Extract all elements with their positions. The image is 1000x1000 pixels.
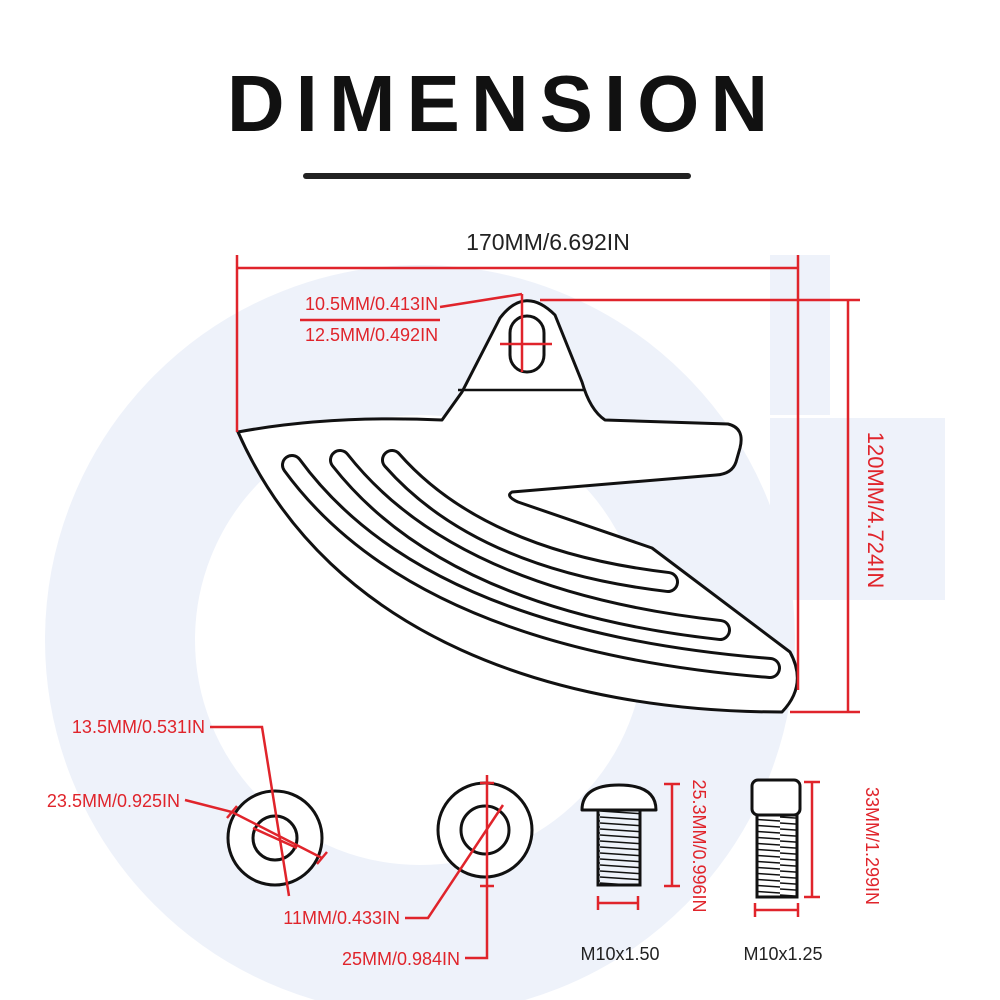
sprocket-guard-outline (236, 299, 799, 714)
washer-small: 13.5MM/0.531IN 23.5MM/0.925IN (47, 717, 328, 897)
page-title: DIMENSION (227, 59, 779, 148)
washer-large-outer-leader (465, 775, 489, 960)
title-underline (303, 173, 691, 179)
bolt-button-head-cap (580, 783, 658, 812)
bolt-socket-head-cap (750, 778, 802, 817)
washer-small-tick-a (226, 805, 238, 819)
slot-outer-inner (284, 457, 778, 676)
hole-width-label: 10.5MM/0.413IN (305, 294, 438, 314)
washer-small-outer-label: 23.5MM/0.925IN (47, 791, 180, 811)
bolt-socket-head-shank (755, 813, 799, 899)
height-label: 120MM/4.724IN (863, 432, 888, 589)
slot-middle-inner (332, 452, 728, 638)
width-label: 170MM/6.692IN (466, 229, 630, 255)
bolt-socket-head: 33MM/1.299IN M10x1.25 (743, 778, 882, 964)
watermark-block-top (770, 255, 830, 415)
washer-small-tick-b (316, 851, 328, 865)
bolt-button-thread-label: M10x1.50 (580, 944, 659, 964)
slot-inner-inner (384, 452, 676, 590)
bolt-socket-thread-label: M10x1.25 (743, 944, 822, 964)
bolt-socket-length-label: 33MM/1.299IN (862, 787, 882, 905)
watermark-block-right (770, 418, 945, 600)
washer-small-inner-dimension (252, 826, 298, 850)
hole-length-label: 12.5MM/0.492IN (305, 325, 438, 345)
washer-large: 11MM/0.433IN 25MM/0.984IN (283, 775, 534, 969)
washer-small-inner-label: 13.5MM/0.531IN (72, 717, 205, 737)
hole-leader-line (439, 292, 523, 309)
bolt-button-head-shank (596, 808, 642, 887)
guard-slots (281, 449, 781, 679)
washer-large-inner-leader (405, 804, 505, 920)
main-dimensions: 170MM/6.692IN 120MM/4.724IN 10.5MM/0.413… (235, 229, 888, 714)
bolt-button-head: 25.3MM/0.996IN M10x1.50 (580, 779, 709, 964)
washer-large-outer-label: 25MM/0.984IN (342, 949, 460, 969)
washer-large-inner-label: 11MM/0.433IN (283, 908, 400, 928)
sprocket-guard (236, 299, 799, 714)
bolt-button-length-label: 25.3MM/0.996IN (689, 779, 709, 912)
